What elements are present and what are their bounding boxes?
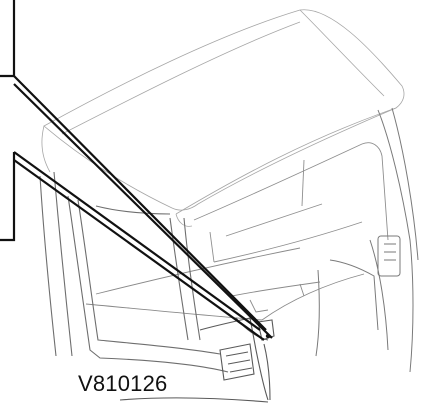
roof-panel xyxy=(41,9,405,227)
leader-line-upper xyxy=(0,0,273,339)
front-opening xyxy=(193,142,389,263)
target-point xyxy=(265,333,271,339)
rear-frame xyxy=(315,107,419,373)
floor-cowl xyxy=(85,247,365,321)
figure-id: V810126 xyxy=(78,371,168,396)
leader-line-lower xyxy=(0,151,265,341)
lower-corner xyxy=(119,317,275,403)
